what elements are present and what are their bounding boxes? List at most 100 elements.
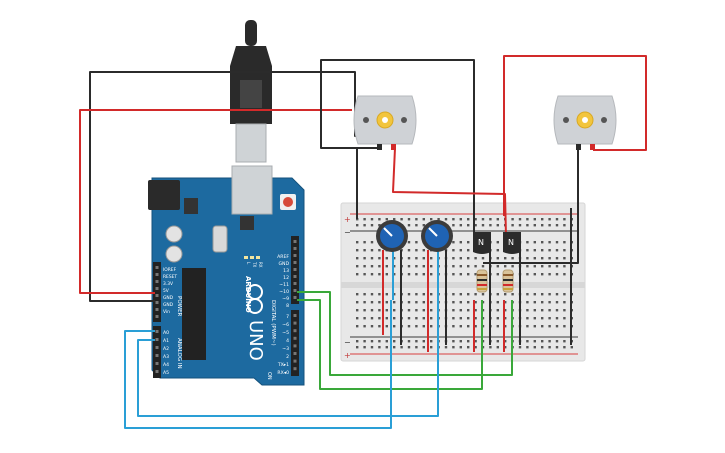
breadboard-hole <box>452 241 455 244</box>
breadboard-hole <box>422 317 425 320</box>
rail-minus-label-bottom: − <box>344 338 351 347</box>
breadboard-hole <box>533 340 536 343</box>
breadboard-hole <box>370 346 374 349</box>
breadboard-hole <box>356 241 359 244</box>
breadboard-hole <box>555 309 559 312</box>
breadboard-hole <box>407 309 411 312</box>
breadboard-hole <box>459 317 462 320</box>
breadboard-hole <box>363 346 366 349</box>
breadboard-hole <box>467 340 470 343</box>
breadboard-hole <box>385 218 388 221</box>
breadboard-hole <box>526 224 529 227</box>
breadboard-hole <box>541 241 544 244</box>
potentiometer-1[interactable] <box>376 220 408 252</box>
breadboard-hole <box>393 309 396 312</box>
digital-pin-label: TX▸1 <box>277 362 289 368</box>
breadboard-hole <box>526 257 529 260</box>
header-pin <box>155 370 159 373</box>
breadboard-hole <box>467 224 470 227</box>
breadboard-hole <box>407 317 411 320</box>
breadboard-hole <box>400 346 403 349</box>
dc-power-jack <box>148 180 180 210</box>
breadboard-hole <box>526 218 529 221</box>
breadboard-hole <box>555 224 559 227</box>
breadboard-hole <box>415 224 418 227</box>
breadboard-hole <box>437 218 440 221</box>
breadboard-hole <box>422 325 425 328</box>
breadboard-hole <box>459 309 462 312</box>
breadboard-hole <box>533 309 536 312</box>
breadboard-hole <box>385 301 388 304</box>
breadboard-hole <box>378 257 381 260</box>
analog-pin-label: A2 <box>163 346 169 352</box>
breadboard-hole <box>452 346 455 349</box>
wire-motor1-to-transistor <box>320 59 475 236</box>
breadboard-hole <box>541 265 544 268</box>
breadboard-hole <box>481 293 485 296</box>
usb-cable <box>230 20 272 163</box>
breadboard-hole <box>363 340 366 343</box>
header-pin <box>155 280 159 283</box>
header-pin <box>293 329 297 333</box>
breadboard-hole <box>356 309 359 312</box>
breadboard-hole <box>415 249 418 252</box>
breadboard-hole <box>541 218 544 221</box>
breadboard-hole <box>393 346 396 349</box>
breadboard-hole <box>385 257 388 260</box>
breadboard-hole <box>430 346 433 349</box>
breadboard-hole <box>378 249 381 252</box>
breadboard-hole <box>459 265 462 268</box>
breadboard-hole <box>481 265 485 268</box>
breadboard-hole <box>474 265 477 268</box>
breadboard-hole <box>548 265 551 268</box>
breadboard-hole <box>422 218 425 221</box>
breadboard-hole <box>422 224 425 227</box>
breadboard-hole <box>393 218 396 221</box>
breadboard-hole <box>363 265 366 268</box>
breadboard-hole <box>452 293 455 296</box>
breadboard: + − − + <box>340 202 586 362</box>
breadboard-hole <box>363 325 366 328</box>
dc-motor-2 <box>553 95 617 150</box>
breadboard-hole <box>496 309 499 312</box>
breadboard-hole <box>422 265 425 268</box>
breadboard-hole <box>474 325 477 328</box>
header-pin <box>293 314 297 317</box>
analog-header <box>153 326 161 378</box>
breadboard-hole <box>385 317 388 320</box>
breadboard-hole <box>533 317 536 320</box>
breadboard-hole <box>407 249 411 252</box>
breadboard-hole <box>504 257 507 260</box>
breadboard-hole <box>422 293 425 296</box>
breadboard-hole <box>563 241 566 244</box>
breadboard-hole <box>504 317 507 320</box>
breadboard-hole <box>563 317 566 320</box>
breadboard-hole <box>363 241 366 244</box>
digital-pin-label: ~5 <box>282 330 289 336</box>
breadboard-hole <box>370 301 374 304</box>
wire-motor2-to-transistor <box>483 148 579 264</box>
breadboard-hole <box>496 317 499 320</box>
breadboard-hole <box>526 273 529 276</box>
breadboard-hole <box>385 309 388 312</box>
breadboard-hole <box>452 325 455 328</box>
header-pin <box>155 266 159 269</box>
breadboard-hole <box>526 346 529 349</box>
breadboard-hole <box>548 340 551 343</box>
breadboard-hole <box>548 257 551 260</box>
breadboard-hole <box>518 218 522 221</box>
breadboard-hole <box>541 273 544 276</box>
breadboard-hole <box>459 257 462 260</box>
breadboard-hole <box>452 273 455 276</box>
digital-pin-label: ~9 <box>282 296 289 302</box>
breadboard-hole <box>555 325 559 328</box>
breadboard-hole <box>407 218 411 221</box>
header-pin <box>293 321 297 325</box>
breadboard-hole <box>555 265 559 268</box>
header-pin <box>293 282 297 285</box>
header-pin <box>155 362 159 365</box>
status-led-label: TX <box>252 261 257 267</box>
potentiometer-2[interactable] <box>421 220 453 252</box>
breadboard-hole <box>422 309 425 312</box>
digital-pin-label: 7 <box>286 314 289 320</box>
